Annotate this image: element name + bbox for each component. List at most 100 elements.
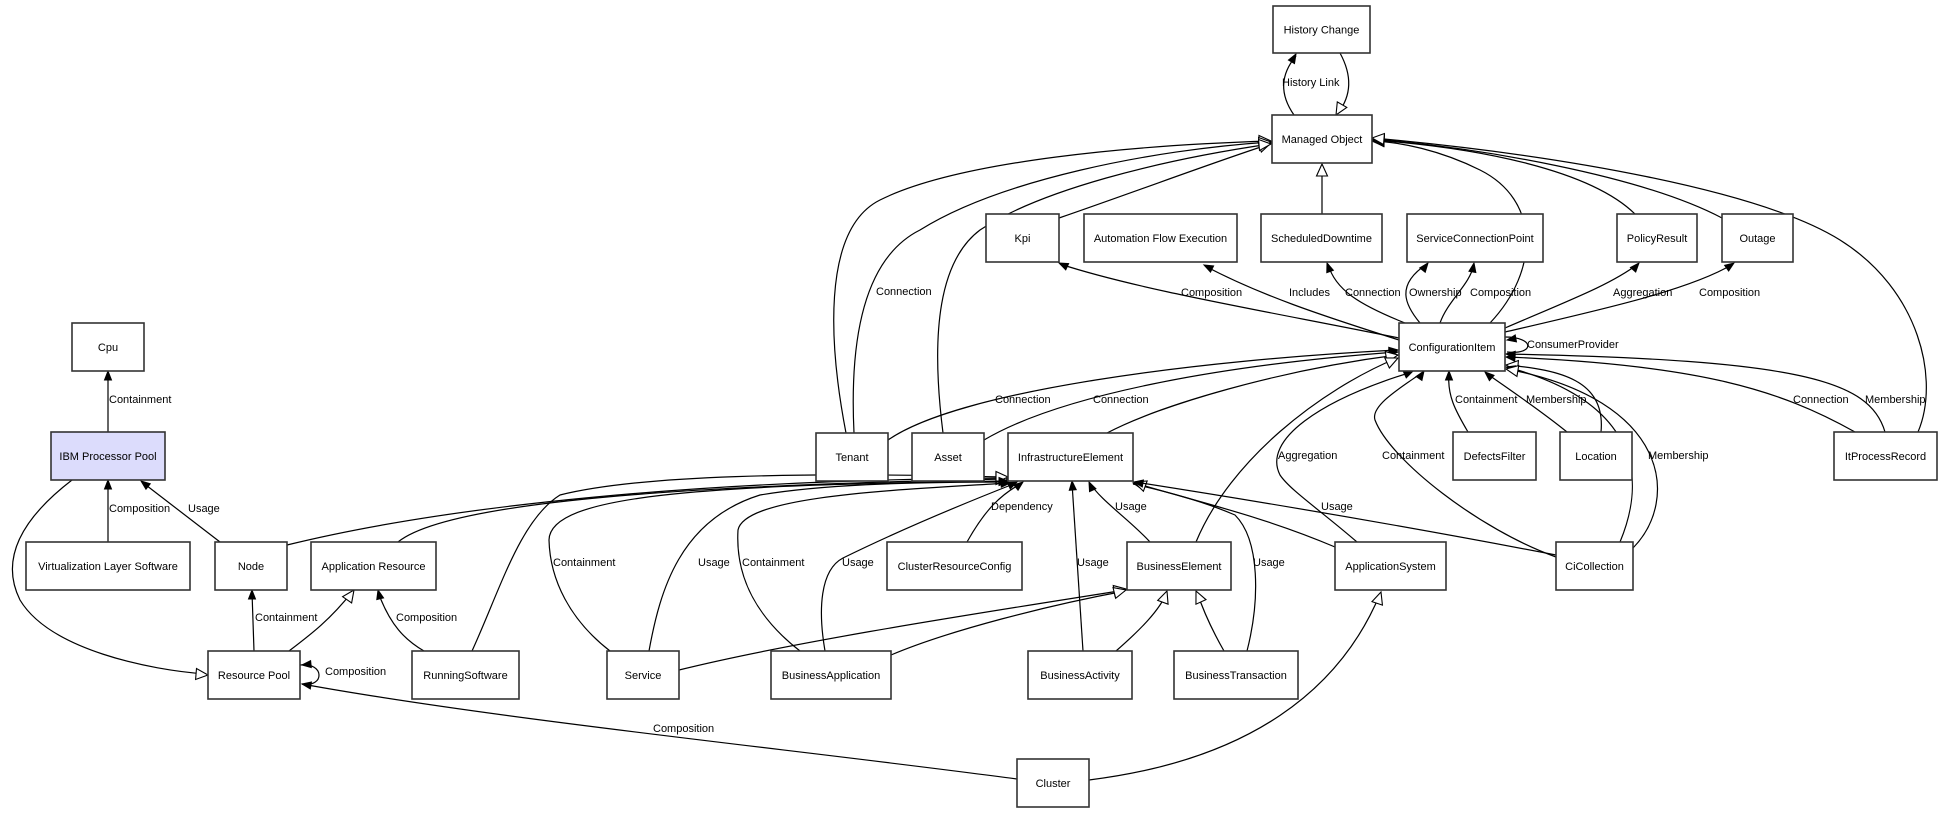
association-arrowhead-icon <box>103 369 113 381</box>
node-box[interactable] <box>1126 541 1232 591</box>
edge-label: Membership <box>1526 394 1587 406</box>
node-label: Application Resource <box>322 561 426 573</box>
edge-label: Composition <box>1699 287 1760 299</box>
node-label: PolicyResult <box>1627 233 1688 245</box>
node-box[interactable] <box>886 541 1023 591</box>
node-cpu[interactable]: Cpu <box>71 322 145 372</box>
association-arrowhead-icon <box>1287 52 1297 65</box>
edge-line <box>141 481 221 543</box>
association-arrowhead-icon <box>247 588 257 600</box>
node-box[interactable] <box>71 322 145 372</box>
edge-outage-to-managed-object <box>1370 133 1723 219</box>
node-asset[interactable]: Asset <box>911 432 985 482</box>
edge-line <box>1134 482 1336 548</box>
node-history-change[interactable]: History Change <box>1272 5 1371 54</box>
edge-label: Usage <box>1321 501 1353 513</box>
node-ibm-processor-pool[interactable]: IBM Processor Pool <box>50 431 166 481</box>
edge-line <box>1504 263 1734 333</box>
edge-line <box>1276 371 1413 543</box>
node-service[interactable]: Service <box>606 650 680 700</box>
edge-ci-collection-to-configuration-item <box>1374 369 1557 558</box>
node-box[interactable] <box>1334 541 1447 591</box>
node-service-connection-point[interactable]: ServiceConnectionPoint <box>1406 213 1544 263</box>
node-business-application[interactable]: BusinessApplication <box>770 650 892 700</box>
inheritance-arrowhead-icon <box>1383 357 1400 369</box>
node-box[interactable] <box>1260 213 1383 263</box>
node-box[interactable] <box>1271 114 1373 164</box>
node-box[interactable] <box>1007 432 1134 482</box>
node-business-transaction[interactable]: BusinessTransaction <box>1173 650 1299 700</box>
node-tenant[interactable]: Tenant <box>815 432 889 482</box>
node-box[interactable] <box>1016 758 1090 808</box>
association-arrowhead-icon <box>1068 479 1078 491</box>
node-managed-object[interactable]: Managed Object <box>1271 114 1373 164</box>
edge-line <box>11 479 207 675</box>
edge-label: Membership <box>1865 394 1926 406</box>
node-running-software[interactable]: RunningSoftware <box>411 650 520 700</box>
node-business-activity[interactable]: BusinessActivity <box>1027 650 1133 700</box>
edge-resource-pool-to-resource-pool <box>299 659 320 685</box>
node-cluster-resource-config[interactable]: ClusterResourceConfig <box>886 541 1023 591</box>
edge-label: Composition <box>653 723 714 735</box>
node-box[interactable] <box>310 541 437 591</box>
node-box[interactable] <box>911 432 985 482</box>
edge-cluster-resource-config-to-infrastructure-element <box>966 481 1025 543</box>
node-box[interactable] <box>985 213 1060 263</box>
node-box[interactable] <box>1452 431 1537 481</box>
node-box[interactable] <box>770 650 892 700</box>
node-policy-result[interactable]: PolicyResult <box>1616 213 1698 263</box>
node-box[interactable] <box>606 650 680 700</box>
node-location[interactable]: Location <box>1559 431 1633 481</box>
edge-application-resource-to-infrastructure-element <box>397 472 1010 543</box>
node-it-process-record[interactable]: ItProcessRecord <box>1833 431 1938 481</box>
node-box[interactable] <box>1559 431 1633 481</box>
edge-business-activity-to-business-element <box>1115 589 1169 652</box>
edge-line <box>1058 143 1271 219</box>
node-box[interactable] <box>1027 650 1133 700</box>
node-box[interactable] <box>1173 650 1299 700</box>
node-box[interactable] <box>1833 431 1938 481</box>
node-automation-flow-execution[interactable]: Automation Flow Execution <box>1083 213 1238 263</box>
association-arrowhead-icon <box>1415 369 1425 382</box>
node-outage[interactable]: Outage <box>1721 213 1794 263</box>
edge-node-to-ibm-processor-pool <box>139 480 221 543</box>
node-scheduled-downtime[interactable]: ScheduledDowntime <box>1260 213 1383 263</box>
edge-line <box>286 477 1007 546</box>
node-configuration-item[interactable]: ConfigurationItem <box>1398 322 1506 372</box>
inheritance-arrowhead-icon <box>1370 132 1386 146</box>
edge-line <box>1372 138 1723 219</box>
node-defects-filter[interactable]: DefectsFilter <box>1452 431 1537 481</box>
node-box[interactable] <box>1398 322 1506 372</box>
node-kpi[interactable]: Kpi <box>985 213 1060 263</box>
node-box[interactable] <box>1555 541 1634 591</box>
node-box[interactable] <box>1616 213 1698 263</box>
node-resource-pool[interactable]: Resource Pool <box>207 650 301 700</box>
node-box[interactable] <box>50 431 166 481</box>
node-box[interactable] <box>214 541 288 591</box>
node-box[interactable] <box>25 541 191 591</box>
node-application-system[interactable]: ApplicationSystem <box>1334 541 1447 591</box>
node-box[interactable] <box>1721 213 1794 263</box>
edge-line <box>1506 356 1856 433</box>
node-box[interactable] <box>1406 213 1544 263</box>
node-box[interactable] <box>411 650 520 700</box>
node-label: Resource Pool <box>218 670 290 682</box>
node-application-resource[interactable]: Application Resource <box>310 541 437 591</box>
node-virtualization-layer-software[interactable]: Virtualization Layer Software <box>25 541 191 591</box>
node-cluster[interactable]: Cluster <box>1016 758 1090 808</box>
edge-history-change-to-managed-object <box>1335 52 1350 117</box>
node-node[interactable]: Node <box>214 541 288 591</box>
node-box[interactable] <box>1272 5 1371 54</box>
node-box[interactable] <box>815 432 889 482</box>
edge-line <box>887 349 1398 441</box>
edge-label: Containment <box>255 612 317 624</box>
node-box[interactable] <box>207 650 301 700</box>
node-label: ApplicationSystem <box>1345 561 1436 573</box>
node-ci-collection[interactable]: CiCollection <box>1555 541 1634 591</box>
edge-line <box>1374 371 1557 558</box>
edge-line <box>1195 357 1398 543</box>
node-business-element[interactable]: BusinessElement <box>1126 541 1232 591</box>
edge-label: Dependency <box>991 501 1053 513</box>
node-box[interactable] <box>1083 213 1238 263</box>
node-infrastructure-element[interactable]: InfrastructureElement <box>1007 432 1134 482</box>
